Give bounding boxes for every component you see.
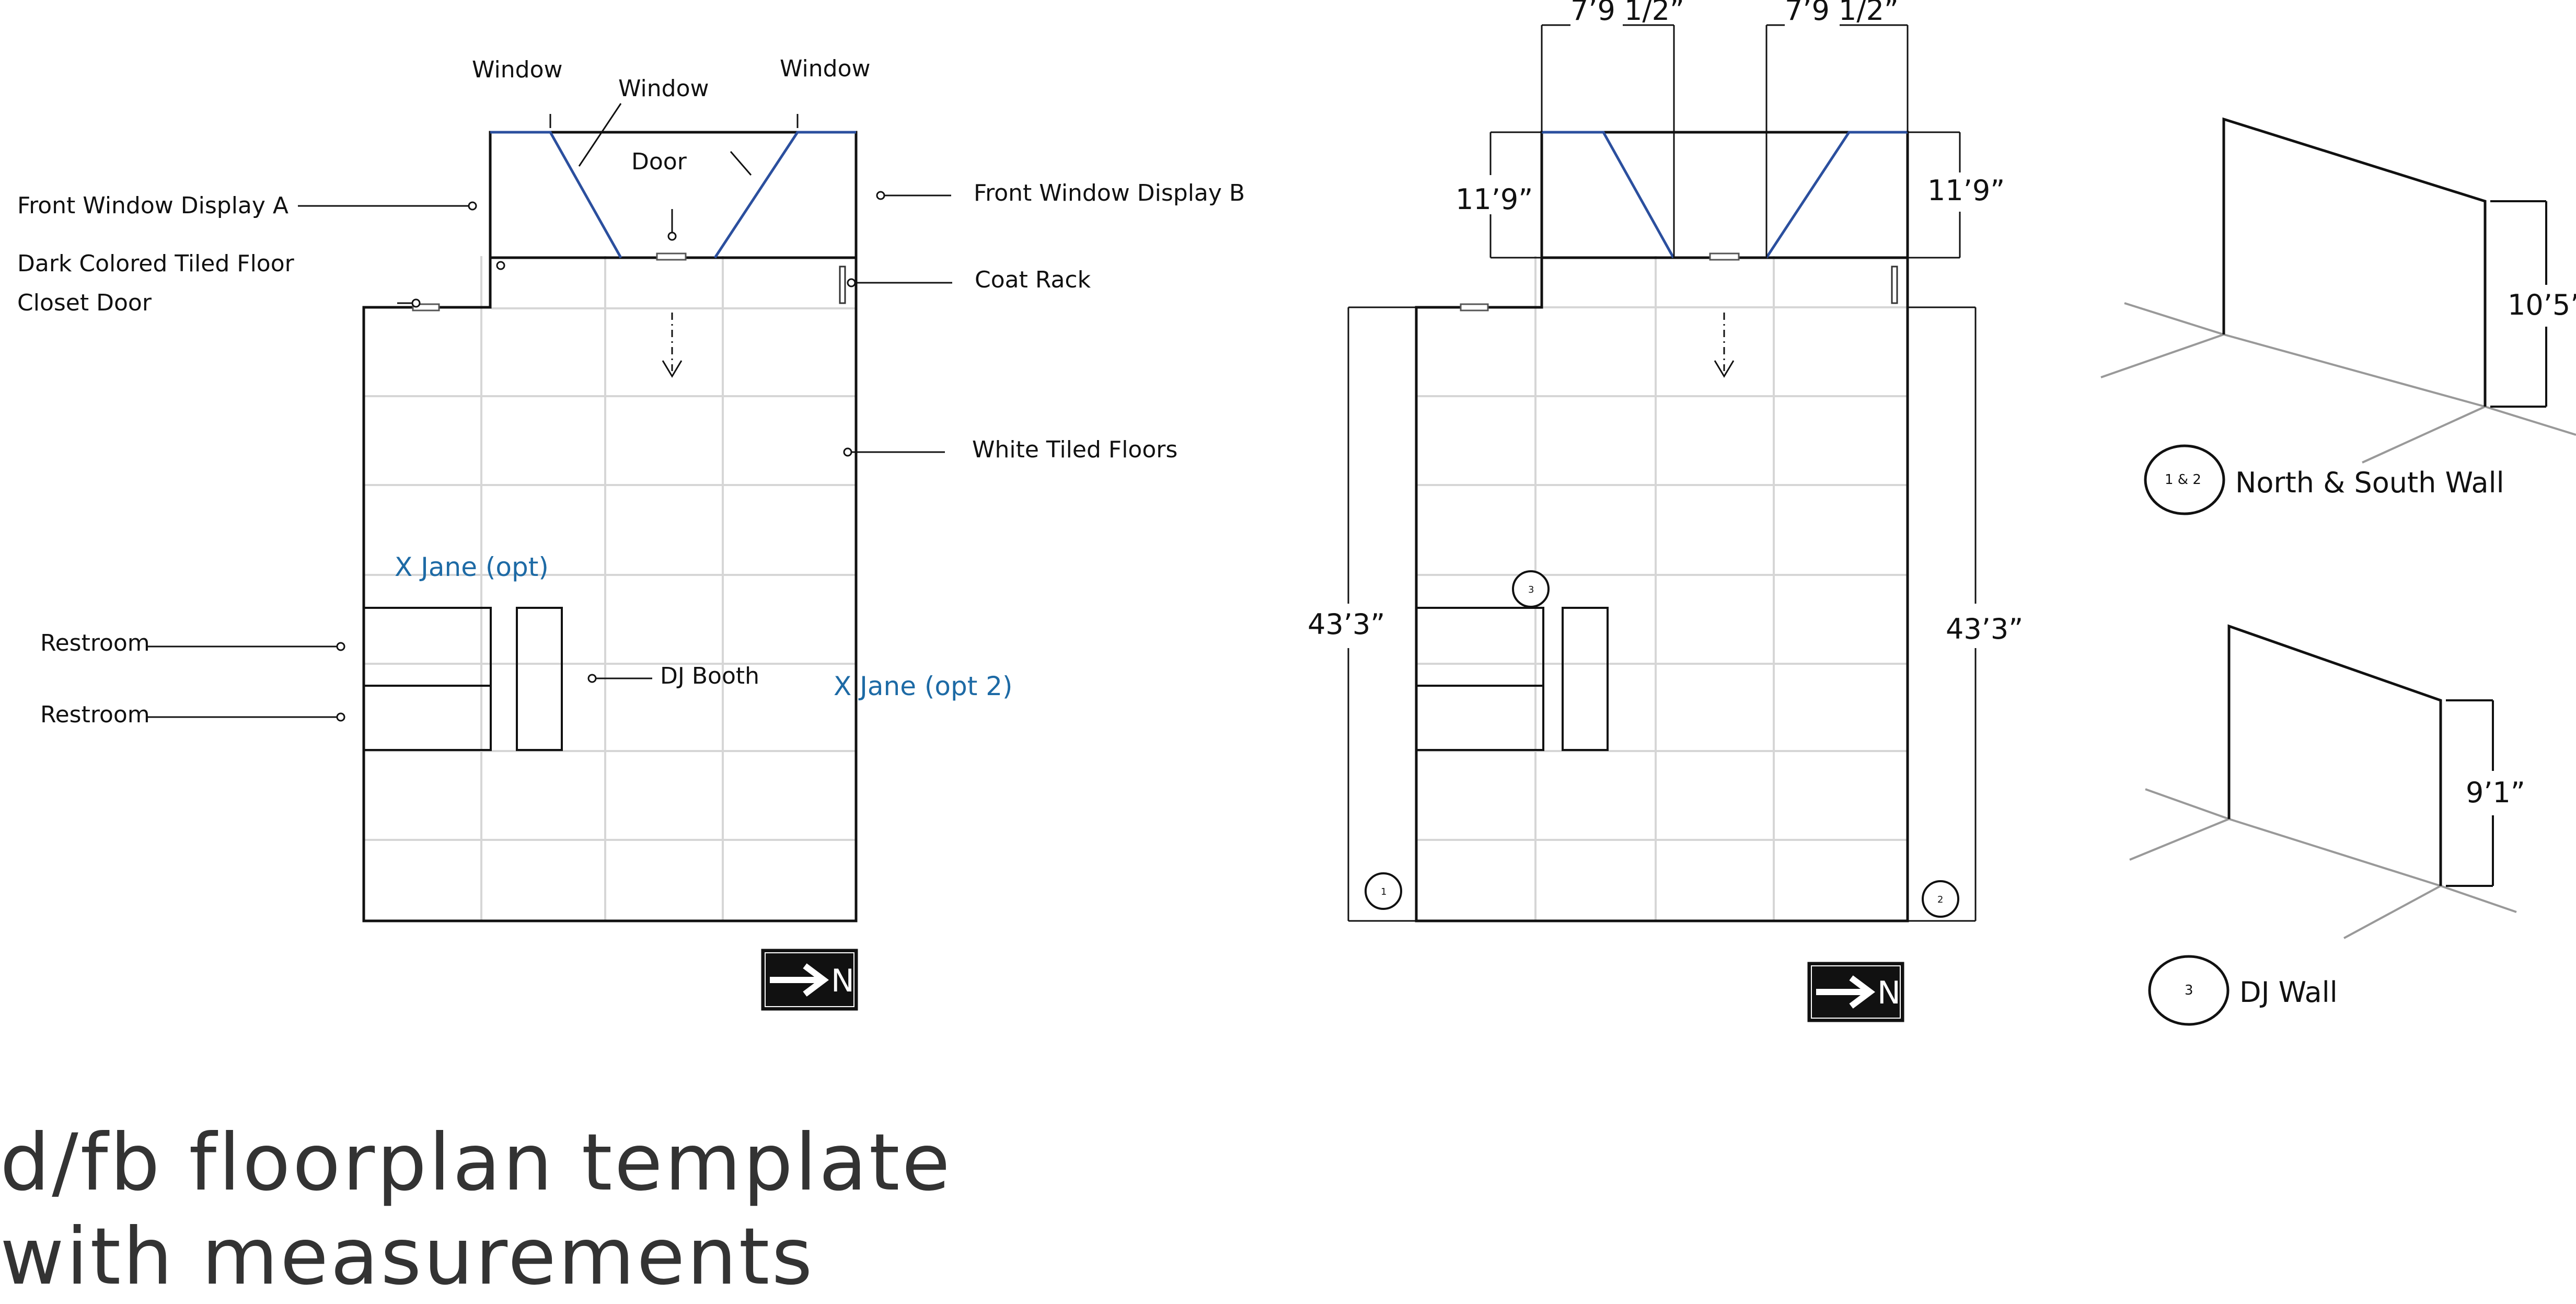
entry-arrow-icon [1714,313,1735,378]
right-dj-booth [1562,607,1609,751]
right-window-displays [1542,131,1908,259]
left-restroom-block [363,607,492,751]
dim-dj-wall-height: 9’1” [2466,776,2525,809]
label-white-floors: White Tiled Floors [972,436,1177,463]
label-window-center: Window [618,75,709,102]
label-coat-rack: Coat Rack [975,267,1091,293]
label-front-window-a: Front Window Display A [17,192,288,219]
right-floorplan: 7’9 1/2” 7’9 1/2” 11’9” 11’9” 43’3” 43’3… [1308,0,2023,1022]
north-arrow-icon: N [1807,962,1904,1022]
label-door: Door [631,148,687,175]
compass-label: N [831,963,854,999]
label-x-jane-opt2: X Jane (opt 2) [834,671,1013,701]
dim-depth-left: 11’9” [1456,183,1533,216]
compass-label: N [1877,975,1901,1011]
dim-north-south-height: 10’5” [2508,289,2576,321]
marker-2: 2 [1922,880,1959,918]
right-floor-grid [1416,256,1908,921]
left-window-displays [490,131,856,259]
wall-badge-3-text: 3 [2185,983,2193,998]
dj-wall-elevation: 9’1” 3 DJ Wall [2129,624,2525,1026]
label-north-south-wall: North & South Wall [2235,466,2504,499]
left-door [656,252,687,261]
label-dark-floor: Dark Colored Tiled Floor [17,250,295,277]
label-closet-door: Closet Door [17,290,152,316]
wall-badge-1-2 [2144,444,2225,515]
marker-3: 3 [1512,570,1550,608]
label-restroom-2: Restroom [40,701,150,728]
label-front-window-b: Front Window Display B [974,180,1245,206]
wall-badge-1-2-text: 1 & 2 [2165,472,2201,488]
page-title: d/fb floorplan template with measurement… [0,1116,952,1304]
label-window-left: Window [472,56,563,83]
dim-width-right: 7’9 1/2” [1785,0,1899,27]
dim-depth-right: 11’9” [1927,174,2005,207]
north-south-wall-elevation: 10’5” 1 & 2 North & South Wall [2100,117,2576,515]
label-restroom-1: Restroom [40,630,150,656]
left-outer-wall [362,131,858,922]
left-coat-rack [839,266,846,304]
left-dj-booth [516,607,563,751]
label-x-jane-opt: X Jane (opt) [395,552,549,582]
right-door [1709,252,1740,261]
left-leader-lines [146,103,952,722]
right-closet-door [1460,303,1489,311]
dim-length-right: 43’3” [1946,613,2023,645]
svg-text:1: 1 [1381,886,1387,897]
svg-text:3: 3 [1528,584,1534,595]
north-arrow-icon: N [761,949,858,1011]
left-floor-grid [364,256,856,921]
label-window-right: Window [780,55,871,82]
page-title-line-1: d/fb floorplan template [0,1117,952,1208]
label-dj-wall: DJ Wall [2239,976,2338,1009]
right-dimension-lines [1347,24,1977,922]
right-restroom-block [1415,607,1544,751]
marker-1: 1 [1365,872,1402,910]
left-floorplan: Window Window Window Door Front Window D… [17,55,1245,1011]
wall-badge-3 [2148,955,2230,1026]
page-title-line-2: with measurements [0,1211,815,1302]
entry-arrow-icon [662,313,683,378]
svg-text:2: 2 [1937,894,1943,905]
dim-width-left: 7’9 1/2” [1570,0,1684,27]
right-coat-rack [1891,266,1898,304]
dim-length-left: 43’3” [1308,608,1385,641]
label-dj-booth: DJ Booth [660,663,759,689]
